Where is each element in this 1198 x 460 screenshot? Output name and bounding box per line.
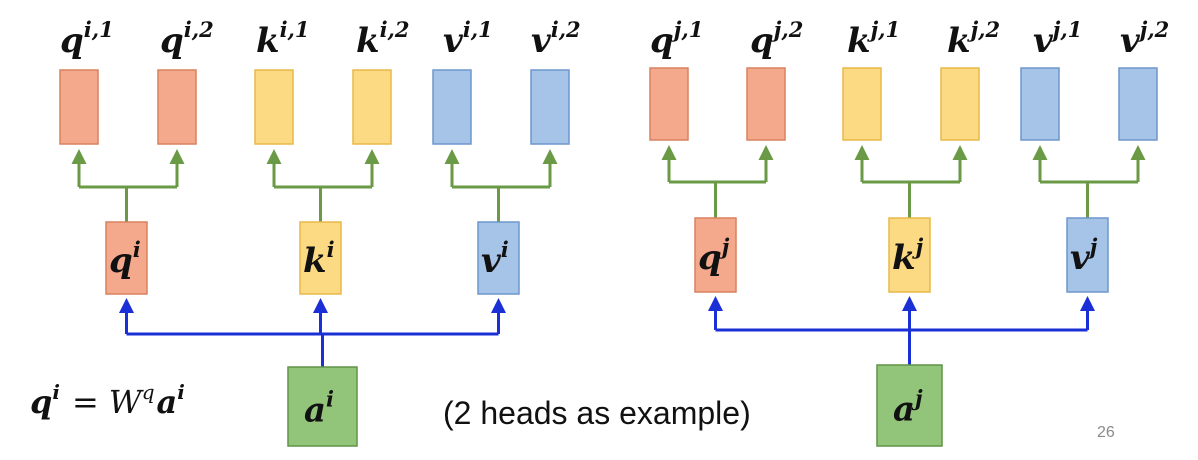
- page-number: 26: [1097, 424, 1115, 441]
- k-head-box: [254, 69, 294, 145]
- q-vector-label: qj: [698, 234, 730, 278]
- q-head-box: [59, 69, 99, 145]
- k-head-label: ki,1: [256, 17, 309, 61]
- q-head-box: [649, 67, 689, 141]
- k-head-label: ki,2: [356, 17, 409, 61]
- k-head-label: kj,2: [947, 17, 1000, 61]
- v-head-box: [1020, 67, 1060, 141]
- q-vector-box: [694, 217, 737, 293]
- v-vector-label: vi: [481, 237, 509, 281]
- input-box: [876, 364, 943, 447]
- input-label: ai: [304, 387, 334, 431]
- k-head-box: [842, 67, 882, 141]
- v-head-label: vi,2: [531, 17, 581, 61]
- k-vector-label: ki: [303, 237, 335, 281]
- q-vector-label: qi: [109, 237, 141, 281]
- k-vector-box: [299, 221, 342, 295]
- q-head-box: [746, 67, 786, 141]
- q-head-box: [157, 69, 197, 145]
- k-head-box: [940, 67, 980, 141]
- q-head-label: qj,1: [650, 17, 703, 61]
- v-head-box: [432, 69, 472, 145]
- k-head-label: kj,1: [847, 17, 900, 61]
- v-head-label: vi,1: [443, 17, 493, 61]
- input-box: [287, 366, 358, 447]
- v-vector-box: [1066, 217, 1109, 293]
- v-head-label: vj,2: [1120, 17, 1169, 61]
- q-head-label: qj,2: [750, 17, 803, 61]
- v-head-box: [530, 69, 570, 145]
- k-vector-box: [888, 217, 931, 293]
- formula: qi=Wqai: [30, 380, 185, 421]
- q-vector-box: [105, 221, 148, 295]
- k-vector-label: kj: [892, 234, 924, 278]
- v-vector-label: vj: [1070, 234, 1098, 278]
- caption: (2 heads as example): [443, 395, 751, 431]
- v-vector-box: [477, 221, 520, 295]
- v-head-label: vj,1: [1033, 17, 1082, 61]
- q-head-label: qi,1: [60, 17, 114, 61]
- v-head-box: [1118, 67, 1158, 141]
- q-head-label: qi,2: [160, 17, 214, 61]
- input-label: aj: [893, 386, 923, 430]
- k-head-box: [352, 69, 392, 145]
